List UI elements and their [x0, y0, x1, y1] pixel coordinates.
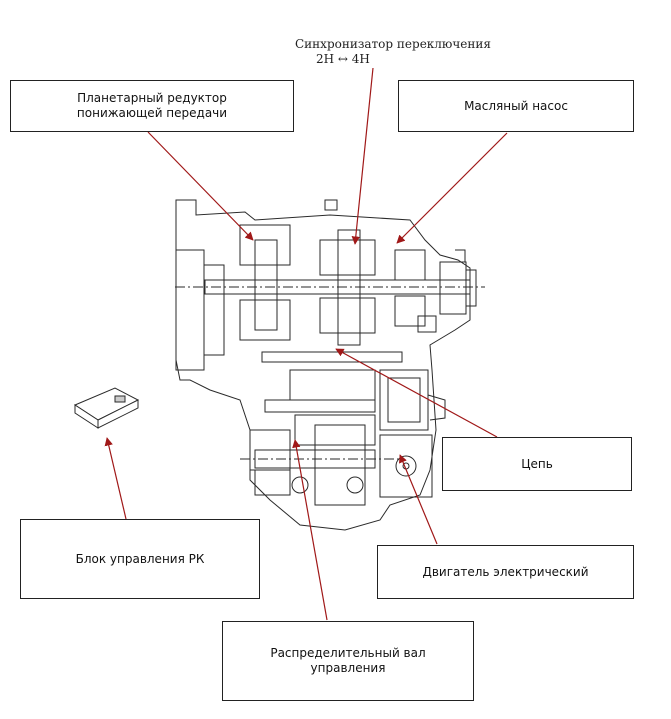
chain-label: Цепь	[521, 456, 553, 471]
oil-pump-label: Масляный насос	[464, 98, 568, 113]
control-unit-label: Блок управления РК	[75, 551, 205, 566]
chain-box: Цепь	[442, 437, 632, 491]
camshaft-label-line1: Распределительный вал	[270, 646, 426, 660]
planetary-label-line2: понижающей передачи	[76, 106, 228, 120]
leader-planetary	[147, 131, 254, 241]
leader-camshaft	[292, 439, 328, 621]
leader-chain	[335, 348, 498, 438]
control-unit-drawing	[73, 387, 140, 429]
camshaft-box: Распределительный вал управления	[222, 621, 474, 701]
transfer-case-housing	[175, 199, 485, 531]
synchronizer-shift-label: 2H ↔ 4H	[316, 52, 370, 66]
control-unit-box: Блок управления РК	[20, 519, 260, 599]
synchronizer-label-line2: 2H ↔ 4H	[316, 52, 370, 66]
electric-motor-label: Двигатель электрический	[422, 564, 589, 579]
leader-lines	[104, 67, 508, 621]
leader-electric-motor	[399, 454, 438, 545]
oil-pump-box: Масляный насос	[398, 80, 634, 132]
leader-synchronizer	[351, 67, 374, 245]
leader-control-unit	[104, 437, 127, 520]
synchronizer-label-line1: Синхронизатор переключения	[295, 37, 491, 51]
planetary-gear-box: Планетарный редуктор понижающей передачи	[10, 80, 294, 132]
electric-motor-box: Двигатель электрический	[377, 545, 634, 599]
synchronizer-label: Синхронизатор переключения	[295, 37, 491, 51]
camshaft-label-line2: управления	[310, 661, 386, 675]
planetary-label-line1: Планетарный редуктор	[77, 91, 227, 105]
leader-oil-pump	[396, 132, 508, 244]
